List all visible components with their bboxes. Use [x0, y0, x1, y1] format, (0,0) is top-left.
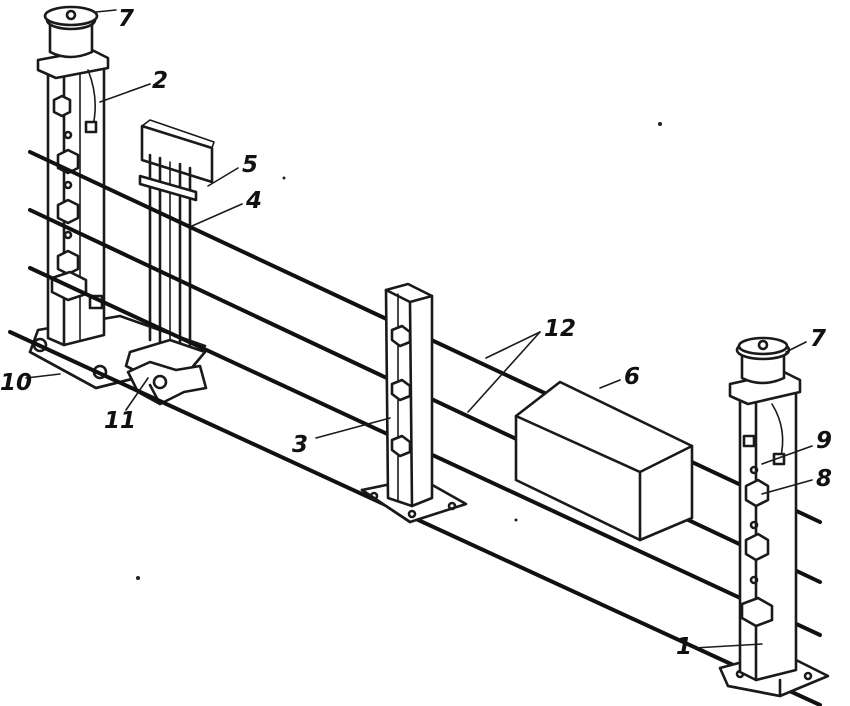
speck [136, 576, 140, 580]
callout-9: 9 [816, 428, 832, 454]
callout-3: 3 [292, 432, 308, 458]
middle-post [360, 282, 468, 524]
callout-labels: 7 2 5 4 10 11 3 12 6 7 9 8 1 [0, 6, 832, 660]
callout-6: 6 [624, 364, 640, 390]
callout-12: 12 [544, 316, 576, 342]
callout-1: 1 [676, 634, 692, 660]
right-post-clamps [740, 434, 786, 628]
callout-7-right: 7 [810, 326, 826, 352]
speck [514, 518, 518, 522]
callout-4: 4 [245, 188, 262, 214]
tensioner-frame [124, 119, 215, 406]
right-end-post [718, 336, 830, 698]
speck [658, 122, 662, 126]
callout-8: 8 [816, 466, 832, 492]
callout-10: 10 [0, 370, 32, 396]
speck [282, 176, 286, 180]
winch-drum-left [43, 5, 99, 59]
leader-lines [25, 9, 813, 649]
callout-5: 5 [242, 152, 258, 178]
callout-7-left: 7 [118, 6, 134, 32]
winch-drum-right [735, 336, 791, 385]
enclosure-box [514, 380, 694, 542]
callout-2: 2 [152, 68, 168, 94]
callout-11: 11 [104, 408, 136, 434]
